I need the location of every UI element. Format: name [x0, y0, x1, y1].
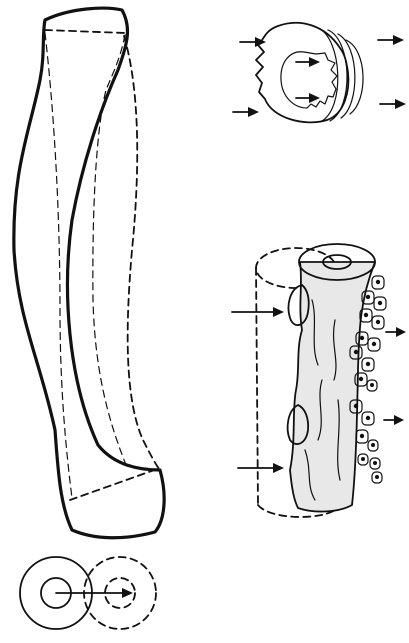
drift-arrow-head	[122, 588, 133, 598]
cortex-rings-remodeling	[233, 23, 406, 123]
medullary-line-right	[93, 35, 128, 470]
bone-cross-section	[20, 557, 156, 629]
curved-long-bone	[14, 8, 164, 538]
arrow-lower-left-head	[273, 463, 284, 473]
cylindrical-shaft	[232, 244, 406, 517]
inner-canal	[281, 52, 337, 108]
arrow-inner-top-head	[309, 57, 320, 67]
proximal-cut-line	[45, 30, 125, 33]
original-cylinder-left	[256, 268, 258, 505]
arrow-top-right-head	[393, 35, 404, 45]
arrow-lower-right-head	[394, 415, 404, 425]
bone-outline	[14, 8, 164, 538]
arrow-upper-right-head	[396, 327, 406, 337]
arrow-top-left-head	[255, 37, 266, 47]
drifted-bone-outline	[124, 36, 160, 470]
arrow-bottom-right-head	[395, 99, 406, 109]
arrow-inner-bottom-head	[309, 93, 320, 103]
arrow-bottom-left-head	[248, 107, 259, 117]
distal-cut-line	[70, 468, 160, 500]
arrow-upper-left-head	[273, 307, 284, 317]
